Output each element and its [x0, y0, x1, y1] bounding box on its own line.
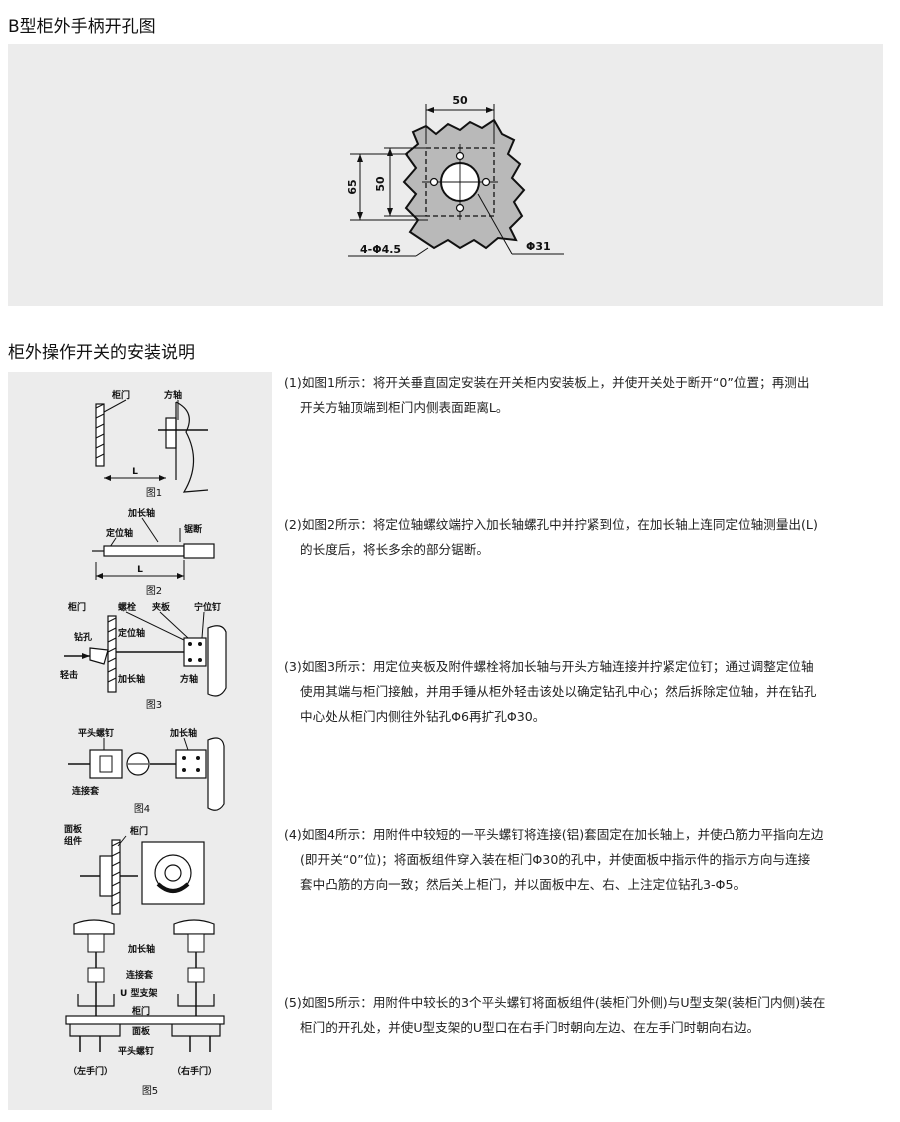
fig5-label-flat: 平头螺钉	[118, 1045, 154, 1057]
dim-height-outer: 65	[346, 179, 359, 194]
dim-width: 50	[452, 94, 468, 107]
dim-height-inner: 50	[374, 176, 387, 192]
small-hole	[429, 177, 439, 187]
figure-5: 面板 组件 柜门 加长轴 连接套 U 型支架 柜门 面板	[64, 823, 225, 1097]
step-5-line-1: (5)如图5所示：用附件中较长的3个平头螺钉将面板组件(装柜门外侧)与U型支架(…	[284, 995, 826, 1010]
step-4-line-3: 套中凸筋的方向一致；然后关上柜门，并以面板中左、右、上注定位钻孔3-Φ5。	[300, 877, 747, 892]
fig2-label-length: L	[137, 565, 143, 575]
step-2: (2)如图2所示：将定位轴螺纹端拧入加长轴螺孔中并拧紧到位，在加长轴上连同定位轴…	[284, 512, 884, 562]
step-3: (3)如图3所示：用定位夹板及附件螺栓将加长轴与开头方轴连接并拧紧定位钉；通过调…	[284, 654, 884, 729]
fig3-label-shaft: 方轴	[180, 673, 198, 685]
fig1-label-length: L	[132, 467, 138, 477]
fig1-label-door: 柜门	[111, 389, 130, 401]
small-hole	[455, 151, 465, 161]
fig5-label-sleeve: 连接套	[126, 969, 154, 981]
center-hole-label: Φ31	[526, 240, 551, 253]
figure-3: 柜门 螺栓 夹板 宁位钉 钻孔 定位轴 轻击 加长轴 方轴 图3	[60, 601, 227, 711]
fig5-label-ubracket: U 型支架	[120, 987, 157, 999]
figure-4: 平头螺钉 加长轴 连接套 图4	[68, 727, 225, 815]
fig4-label-flat: 平头螺钉	[78, 727, 114, 739]
step-2-line-1: (2)如图2所示：将定位轴螺纹端拧入加长轴螺孔中并拧紧到位，在加长轴上连同定位轴…	[284, 517, 818, 532]
small-hole	[481, 177, 491, 187]
step-4: (4)如图4所示：用附件中较短的一平头螺钉将连接(铝)套固定在加长轴上，并使凸筋…	[284, 822, 884, 897]
fig1-caption: 图1	[146, 487, 162, 499]
fig4-label-ext: 加长轴	[169, 727, 197, 739]
fig4-caption: 图4	[134, 803, 150, 815]
section-title-cutout: B型柜外手柄开孔图	[8, 17, 156, 37]
fig5-label-right-door: （右手门）	[172, 1065, 217, 1077]
step-2-line-2: 的长度后，将长多余的部分锯断。	[300, 542, 489, 557]
fig3-label-door: 柜门	[67, 601, 86, 613]
fig2-label-saw: 锯断	[184, 523, 202, 535]
fig3-label-screw: 宁位钉	[194, 601, 221, 613]
step-5-line-2: 柜门的开孔处，并使U型支架的U型口在右手门时朝向左边、在左手门时朝向右边。	[300, 1020, 760, 1035]
step-5: (5)如图5所示：用附件中较长的3个平头螺钉将面板组件(装柜门外侧)与U型支架(…	[284, 990, 884, 1040]
cutout-drawing: 50 65 50 4-Φ4.5 Φ31	[346, 94, 564, 257]
small-hole	[455, 203, 465, 213]
fig5-label-panel: 面板	[64, 823, 83, 835]
fig5-label-ext: 加长轴	[127, 943, 155, 955]
fig5-label-door2: 柜门	[131, 1005, 150, 1017]
fig5-label-door: 柜门	[129, 825, 148, 837]
fig2-caption: 图2	[146, 585, 162, 597]
fig2-label-ext: 加长轴	[127, 507, 155, 519]
step-3-line-1: (3)如图3所示：用定位夹板及附件螺栓将加长轴与开头方轴连接并拧紧定位钉；通过调…	[284, 659, 814, 674]
step-4-line-2: (即开关“0”位)；将面板组件穿入装在柜门Φ30的孔中，并使面板中指示件的指示方…	[300, 852, 811, 867]
figure-1: 柜门 方轴 L 图1	[95, 389, 209, 499]
fig5-label-panel2: 面板	[132, 1025, 151, 1037]
fig3-label-ext: 加长轴	[117, 673, 145, 685]
fig3-caption: 图3	[146, 699, 162, 711]
hole-spec-label: 4-Φ4.5	[360, 243, 401, 256]
step-4-line-1: (4)如图4所示：用附件中较短的一平头螺钉将连接(铝)套固定在加长轴上，并使凸筋…	[284, 827, 824, 842]
figure-2: 加长轴 定位轴 锯断 L 图2	[92, 507, 215, 597]
figures-panel: 柜门 方轴 L 图1 加长轴 定位轴 锯断 L 图2 柜门	[8, 372, 272, 1110]
fig5-caption: 图5	[142, 1085, 158, 1097]
fig3-label-tap: 轻击	[60, 669, 78, 681]
fig3-label-pin: 定位轴	[117, 627, 145, 639]
fig4-label-sleeve: 连接套	[72, 785, 100, 797]
fig5-label-assy: 组件	[64, 835, 82, 847]
fig5-label-left-door: （左手门）	[68, 1065, 113, 1077]
fig2-label-pin: 定位轴	[105, 527, 133, 539]
fig3-label-drill: 钻孔	[74, 631, 92, 643]
step-3-line-2: 使用其端与柜门接触，并用手锤从柜外轻击该处以确定钻孔中心；然后拆除定位轴，并在钻…	[300, 684, 817, 699]
step-3-line-3: 中心处从柜门内侧往外钻孔Φ6再扩孔Φ30。	[300, 709, 546, 724]
step-1-line-2: 开关方轴顶端到柜门内侧表面距离L。	[300, 400, 509, 415]
step-1: (1)如图1所示：将开关垂直固定安装在开关柜内安装板上，并使开关处于断开“0”位…	[284, 370, 884, 420]
fig3-label-clamp: 夹板	[152, 601, 171, 613]
fig3-label-bolt: 螺栓	[118, 601, 136, 613]
fig1-label-shaft: 方轴	[164, 389, 182, 401]
step-1-line-1: (1)如图1所示：将开关垂直固定安装在开关柜内安装板上，并使开关处于断开“0”位…	[284, 375, 810, 390]
section-title-install: 柜外操作开关的安装说明	[8, 343, 195, 363]
cutout-drawing-panel: 50 65 50 4-Φ4.5 Φ31	[8, 44, 883, 306]
